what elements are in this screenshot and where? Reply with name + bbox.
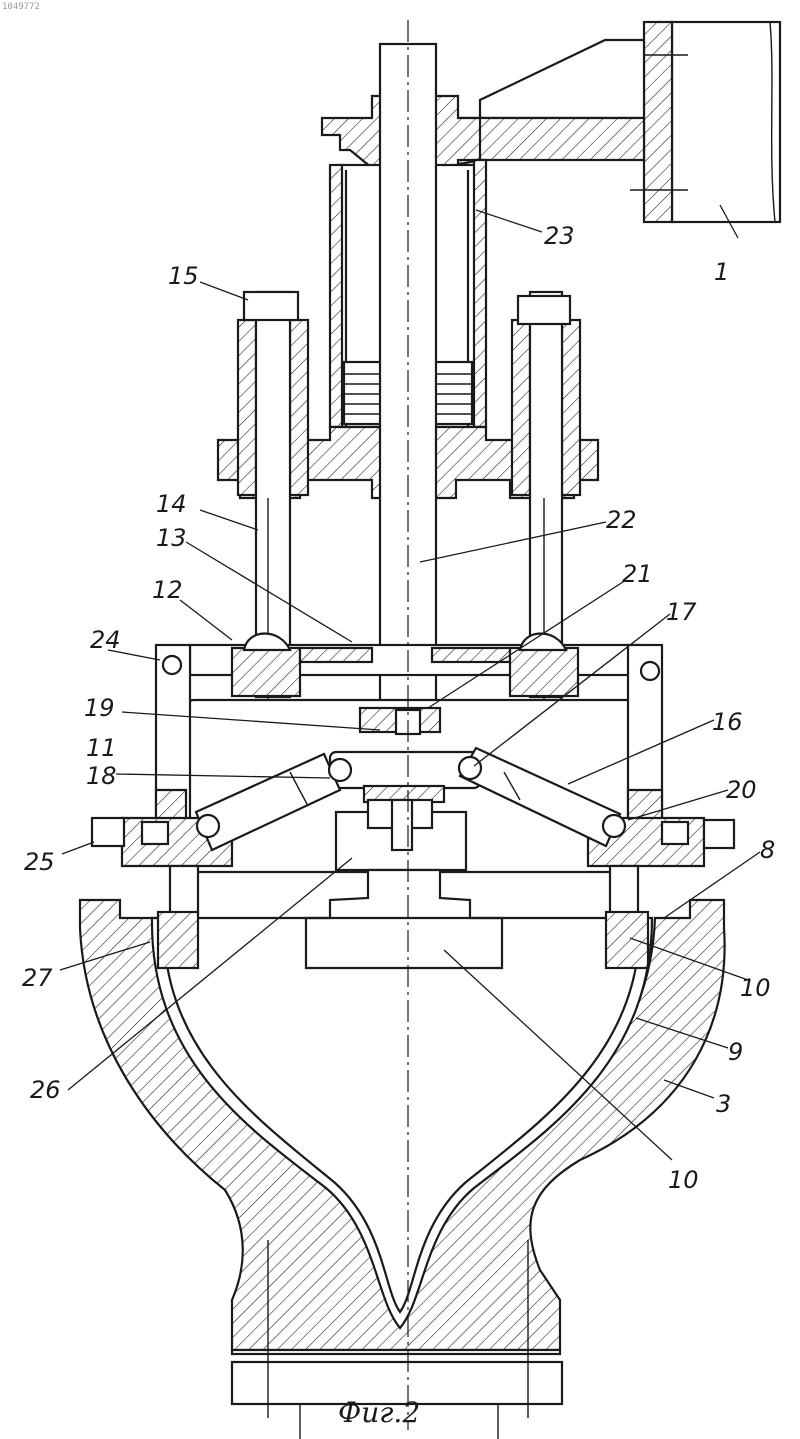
callout-10-lower: 10	[668, 1166, 699, 1194]
callout-24: 24	[90, 626, 121, 654]
document-stamp: 1049772	[2, 2, 40, 12]
callout-16: 16	[712, 708, 743, 736]
callout-19: 19	[84, 694, 115, 722]
callout-21: 21	[622, 560, 653, 588]
figure-caption: Фиг.2	[338, 1396, 420, 1429]
callout-23: 23	[544, 222, 575, 250]
callout-3: 3	[716, 1090, 731, 1118]
mould-body-3	[80, 900, 725, 1439]
callout-8: 8	[760, 836, 775, 864]
callout-11: 11	[86, 734, 117, 762]
callout-25: 25	[24, 848, 55, 876]
frame-bracket-1	[440, 22, 780, 222]
callout-14: 14	[156, 490, 187, 518]
callout-13: 13	[156, 524, 187, 552]
callout-9: 9	[728, 1038, 743, 1066]
callout-26: 26	[30, 1076, 61, 1104]
callout-20: 20	[726, 776, 757, 804]
callout-12: 12	[152, 576, 183, 604]
callout-17: 17	[666, 598, 697, 626]
callout-22: 22	[606, 506, 637, 534]
pivot-24-left	[163, 656, 181, 674]
pivot-24-right	[641, 662, 659, 680]
callout-15: 15	[168, 262, 199, 290]
callout-1: 1	[714, 258, 729, 286]
callout-27: 27	[22, 964, 53, 992]
callout-10-upper: 10	[740, 974, 771, 1002]
callout-18: 18	[86, 762, 117, 790]
